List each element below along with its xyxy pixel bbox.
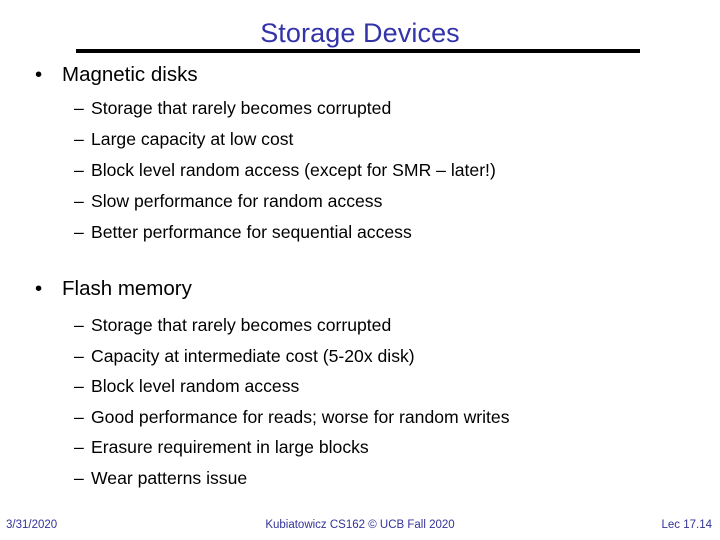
footer-attribution: Kubiatowicz CS162 © UCB Fall 2020 [265, 519, 455, 531]
sub-bullet-label: Slow performance for random access [91, 191, 383, 211]
footer-lecture-number: Lec 17.14 [661, 519, 712, 531]
sub-bullet-label: Large capacity at low cost [91, 129, 294, 149]
sub-bullet-list-magnetic-disks: – Storage that rarely becomes corrupted … [0, 93, 720, 248]
sub-bullet-label: Storage that rarely becomes corrupted [91, 315, 392, 335]
dash-icon: – [74, 376, 84, 396]
page-title: Storage Devices [260, 18, 460, 48]
dash-icon: – [74, 315, 84, 335]
sub-bullet-label: Better performance for sequential access [91, 222, 412, 242]
sub-bullet-label: Block level random access [91, 376, 300, 396]
sub-bullet-label: Wear patterns issue [91, 467, 248, 488]
sub-bullet-item: – Capacity at intermediate cost (5-20x d… [0, 341, 720, 372]
sub-bullet-item: – Block level random access [0, 371, 720, 402]
dash-icon: – [74, 98, 84, 118]
sub-bullet-item: – Storage that rarely becomes corrupted [0, 310, 720, 341]
dash-icon: – [74, 467, 84, 488]
sub-bullet-item: – Erasure requirement in large blocks [0, 432, 720, 463]
bullet-group-magnetic-disks: • Magnetic disks – Storage that rarely b… [0, 60, 720, 248]
sub-bullet-item: – Slow performance for random access [0, 186, 720, 217]
sub-bullet-item: – Block level random access (except for … [0, 155, 720, 186]
dash-icon: – [74, 345, 84, 366]
sub-bullet-item: – Better performance for sequential acce… [0, 217, 720, 248]
sub-bullet-label: Capacity at intermediate cost (5-20x dis… [91, 345, 415, 366]
sub-bullet-item: – Wear patterns issue [0, 463, 720, 494]
sub-bullet-item: – Good performance for reads; worse for … [0, 402, 720, 433]
bullet-heading-flash-memory: • Flash memory [0, 274, 720, 303]
sub-bullet-item: – Storage that rarely becomes corrupted [0, 93, 720, 124]
title-divider [76, 49, 640, 53]
dash-icon: – [74, 222, 84, 242]
dash-icon: – [74, 406, 84, 427]
bullet-dot-icon: • [35, 63, 43, 86]
dash-icon: – [74, 191, 84, 211]
bullet-heading-magnetic-disks: • Magnetic disks [0, 60, 720, 89]
sub-bullet-label: Storage that rarely becomes corrupted [91, 98, 392, 118]
sub-bullet-list-flash-memory: – Storage that rarely becomes corrupted … [0, 310, 720, 493]
bullet-dot-icon: • [35, 277, 43, 300]
dash-icon: – [74, 160, 84, 180]
bullet-heading-label: Flash memory [62, 277, 192, 300]
footer-date: 3/31/2020 [6, 519, 58, 531]
bullet-group-flash-memory: • Flash memory – Storage that rarely bec… [0, 274, 720, 493]
sub-bullet-label: Erasure requirement in large blocks [91, 437, 369, 457]
dash-icon: – [74, 129, 84, 149]
dash-icon: – [74, 437, 84, 457]
sub-bullet-label: Good performance for reads; worse for ra… [91, 406, 510, 427]
bullet-heading-label: Magnetic disks [62, 63, 198, 86]
sub-bullet-item: – Large capacity at low cost [0, 124, 720, 155]
slide-footer: 3/31/2020 Kubiatowicz CS162 © UCB Fall 2… [0, 516, 720, 534]
sub-bullet-label: Block level random access (except for SM… [91, 160, 496, 180]
slide-body: • Magnetic disks – Storage that rarely b… [0, 60, 720, 493]
